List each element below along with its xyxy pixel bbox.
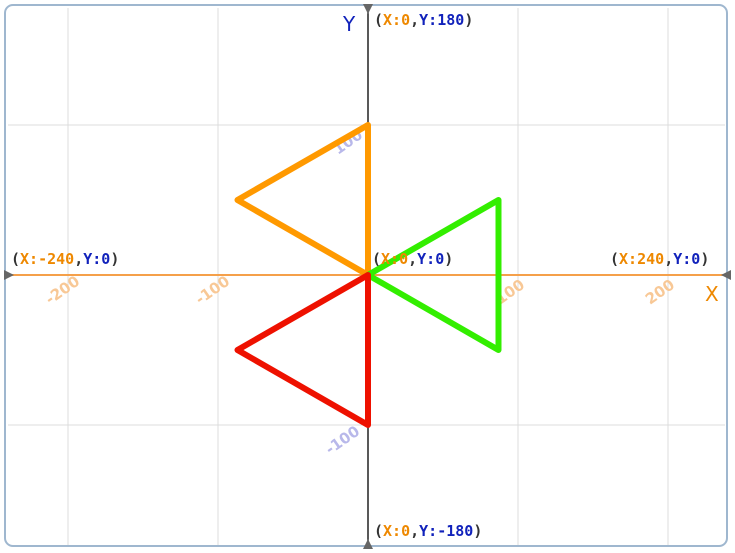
coord-label-origin: (X:0,Y:0) xyxy=(372,250,453,268)
x-axis-right-arrow xyxy=(721,270,731,280)
red-triangle xyxy=(234,272,371,428)
x-axis-letter: X xyxy=(705,282,719,306)
triangles xyxy=(234,122,502,428)
y-axis-bottom-arrow xyxy=(363,539,373,549)
x-axis-left-arrow xyxy=(4,270,14,280)
coord-label-bottom: (X:0,Y:-180) xyxy=(374,522,482,540)
coord-label-right: (X:240,Y:0) xyxy=(610,250,709,268)
orange-triangle xyxy=(234,122,371,278)
y-axis-letter: Y xyxy=(342,12,356,36)
green-triangle xyxy=(365,197,502,353)
coord-label-left: (X:-240,Y:0) xyxy=(11,250,119,268)
y-axis-top-arrow xyxy=(363,4,373,14)
coord-label-top: (X:0,Y:180) xyxy=(374,11,473,29)
